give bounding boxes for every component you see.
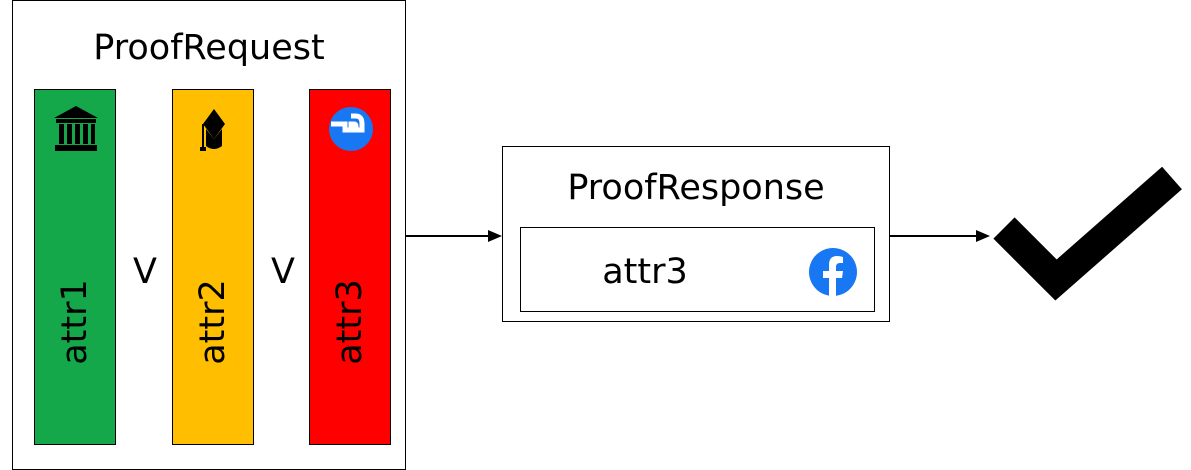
attribute-bar-attr1: attr1: [34, 89, 116, 445]
attribute-bar-attr3: attr3: [309, 89, 391, 445]
graduation-cap-icon: [200, 109, 225, 151]
bank-icon: [54, 106, 98, 151]
response-attribute-label: attr3: [602, 252, 688, 292]
or-operator: V: [133, 252, 157, 292]
connector-layer: [406, 166, 1182, 301]
or-operator: V: [271, 252, 295, 292]
facebook-icon: [329, 107, 373, 151]
checkmark-icon: [993, 166, 1182, 301]
proof-request-title: ProofRequest: [93, 28, 325, 68]
facebook-icon: [809, 248, 857, 296]
arrow-response-to-result: [890, 230, 990, 242]
proof-response-title: ProofResponse: [567, 168, 825, 208]
attribute-bar-attr2: attr2: [172, 89, 254, 445]
arrow-request-to-response: [406, 230, 502, 242]
